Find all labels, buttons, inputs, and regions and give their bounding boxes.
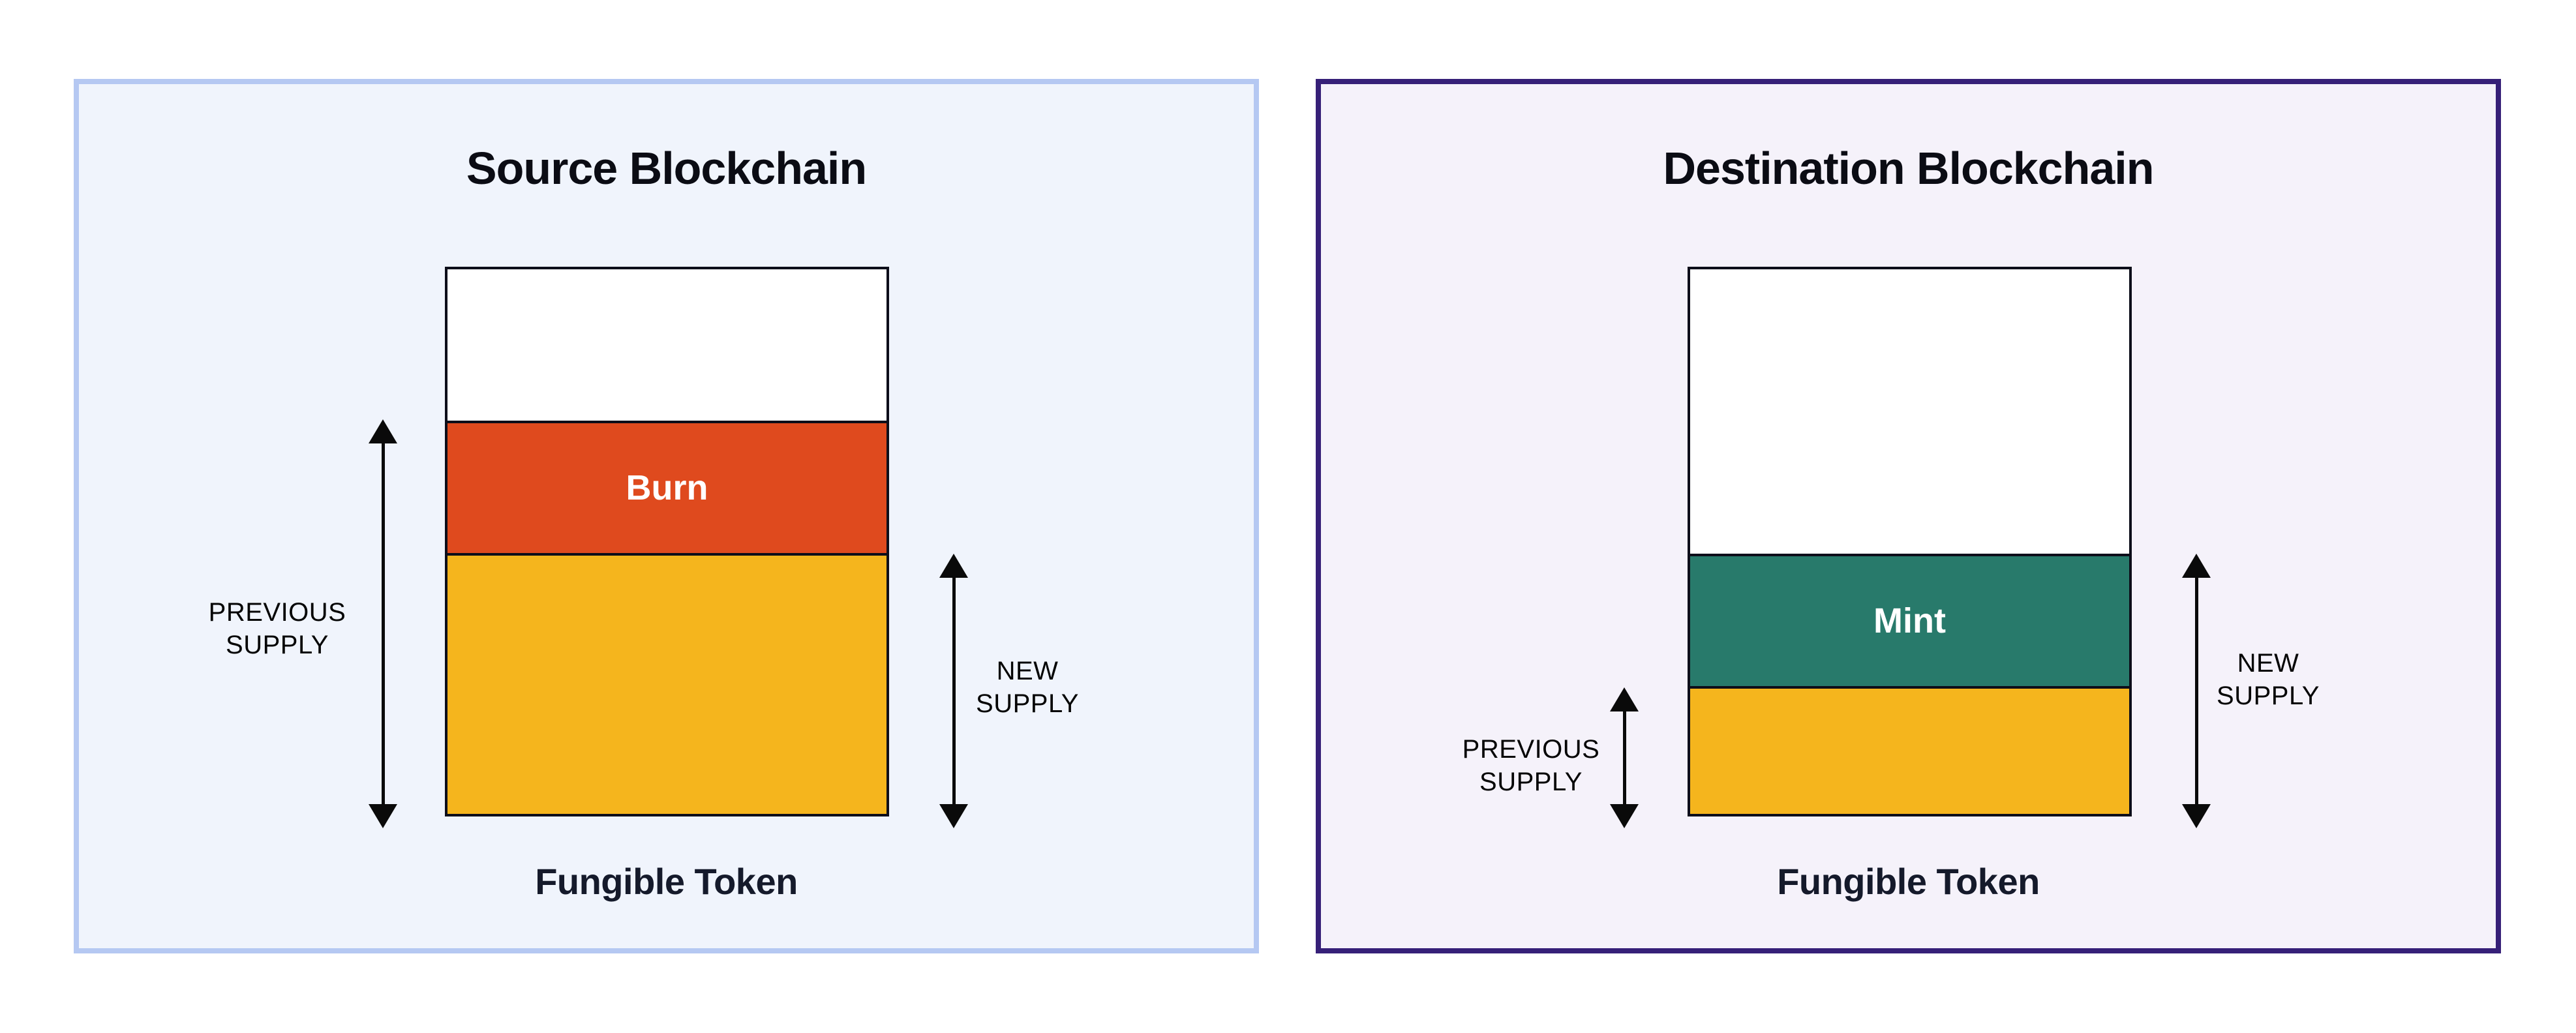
destination-stack-section-mint: Mint bbox=[1690, 553, 2129, 686]
source-panel-title: Source Blockchain bbox=[466, 143, 867, 194]
source-fungible-token-caption: Fungible Token bbox=[535, 861, 798, 902]
arrow-stem bbox=[1622, 711, 1626, 805]
source-stack-section-burn: Burn bbox=[447, 420, 886, 553]
destination-panel-title: Destination Blockchain bbox=[1663, 143, 2154, 194]
arrowhead-down-icon bbox=[1610, 804, 1639, 828]
arrowhead-up-icon bbox=[1610, 687, 1639, 711]
source-previous-supply-arrow bbox=[369, 419, 397, 828]
destination-blockchain-panel: Destination Blockchain Mint PREVIOUS SUP… bbox=[1316, 79, 2501, 953]
source-previous-supply-label: PREVIOUS SUPPLY bbox=[208, 598, 346, 659]
arrowhead-down-icon bbox=[939, 804, 968, 828]
arrowhead-down-icon bbox=[369, 804, 397, 828]
mint-label: Mint bbox=[1873, 601, 1946, 641]
arrowhead-up-icon bbox=[2182, 554, 2211, 578]
source-new-supply-arrow bbox=[939, 554, 968, 828]
destination-stack-section-headroom bbox=[1690, 269, 2129, 554]
arrow-stem bbox=[381, 443, 385, 805]
source-stack-section-remaining-supply bbox=[447, 552, 886, 814]
source-token-stack: Burn bbox=[445, 267, 889, 816]
arrowhead-up-icon bbox=[939, 554, 968, 578]
arrow-stem bbox=[2194, 577, 2198, 805]
arrowhead-down-icon bbox=[2182, 804, 2211, 828]
destination-stack-section-previous-supply bbox=[1690, 685, 2129, 814]
destination-token-stack: Mint bbox=[1688, 267, 2132, 816]
source-stack-section-headroom bbox=[447, 269, 886, 421]
source-new-supply-label: NEW SUPPLY bbox=[976, 657, 1079, 718]
destination-new-supply-label: NEW SUPPLY bbox=[2217, 649, 2320, 710]
destination-previous-supply-label: PREVIOUS SUPPLY bbox=[1462, 735, 1600, 796]
destination-previous-supply-arrow bbox=[1610, 687, 1639, 828]
arrowhead-up-icon bbox=[369, 419, 397, 443]
arrow-stem bbox=[952, 577, 956, 805]
source-blockchain-panel: Source Blockchain Burn PREVIOUS SUPPLY N… bbox=[74, 79, 1259, 953]
destination-new-supply-arrow bbox=[2182, 554, 2211, 828]
destination-fungible-token-caption: Fungible Token bbox=[1777, 861, 2040, 902]
burn-label: Burn bbox=[626, 468, 708, 508]
